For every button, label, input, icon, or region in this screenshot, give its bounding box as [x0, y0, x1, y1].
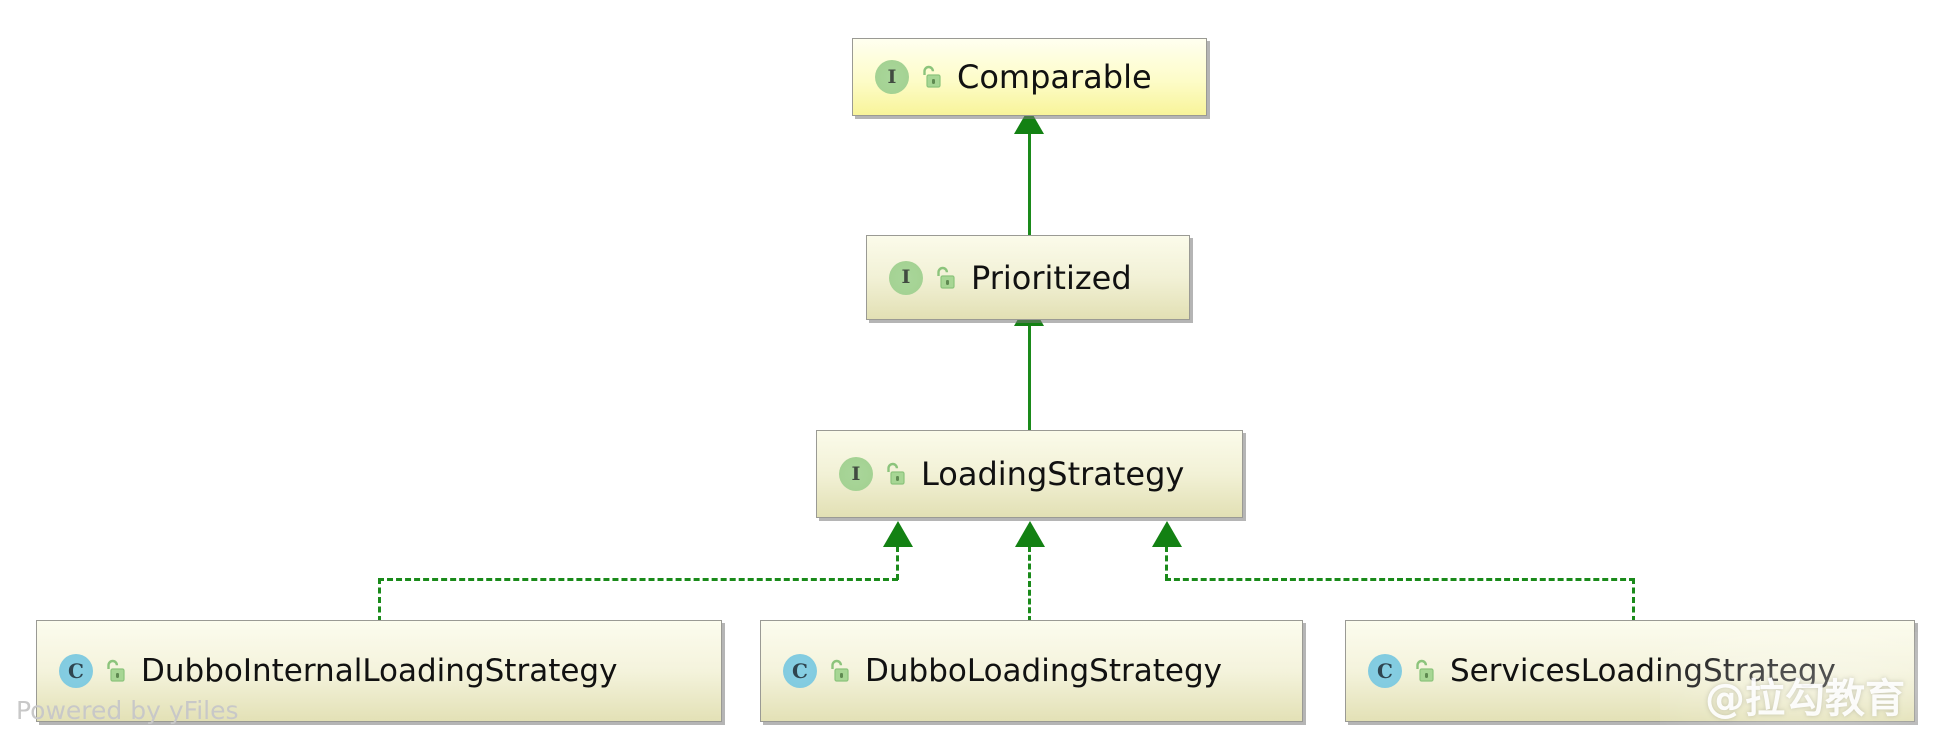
interface-stereotype-icon: I	[889, 260, 923, 295]
unlocked-padlock-icon	[919, 64, 941, 90]
class-stereotype-icon: C	[783, 654, 817, 688]
uml-node-comparable[interactable]: I Comparable	[852, 38, 1207, 116]
class-stereotype-icon: C	[1368, 654, 1402, 688]
unlocked-padlock-icon	[933, 265, 955, 291]
unlocked-padlock-icon	[103, 658, 125, 684]
edge-servicesloading-riser	[1632, 578, 1635, 622]
edge-servicesloading-arrowhead	[1152, 521, 1182, 547]
edge-dubbointernal-arrowhead	[883, 521, 913, 547]
uml-node-label: DubboInternalLoadingStrategy	[141, 653, 618, 689]
edge-dubboloading-arrowhead	[1015, 521, 1045, 547]
edge-servicesloading-horizontal	[1165, 578, 1635, 581]
unlocked-padlock-icon	[827, 658, 849, 684]
edge-dubbointernal-horizontal	[378, 578, 898, 581]
edge-dubboloading-riser	[1028, 546, 1031, 622]
uml-node-dubbo-loading-strategy[interactable]: C DubboLoadingStrategy	[760, 620, 1303, 722]
uml-node-label: DubboLoadingStrategy	[865, 653, 1222, 689]
uml-node-dubbo-internal-loading-strategy[interactable]: C DubboInternalLoadingStrategy	[36, 620, 722, 722]
yfiles-credit-label: Powered by yFiles	[16, 696, 239, 725]
interface-stereotype-icon: I	[875, 60, 909, 94]
interface-stereotype-icon: I	[839, 457, 873, 491]
edge-prioritized-to-comparable-line	[1028, 128, 1031, 236]
unlocked-padlock-icon	[1412, 658, 1434, 684]
uml-node-label: Prioritized	[971, 258, 1132, 297]
uml-node-prioritized[interactable]: I Prioritized	[866, 235, 1190, 320]
edge-servicesloading-drop	[1165, 546, 1168, 580]
edge-loadingstrategy-to-prioritized-line	[1028, 320, 1031, 432]
class-stereotype-icon: C	[59, 654, 93, 688]
uml-node-services-loading-strategy[interactable]: C ServicesLoadingStrategy	[1345, 620, 1915, 722]
edge-dubbointernal-riser	[378, 578, 381, 622]
unlocked-padlock-icon	[883, 461, 905, 487]
uml-node-label: ServicesLoadingStrategy	[1450, 653, 1836, 689]
uml-node-label: Comparable	[957, 58, 1152, 96]
uml-node-loading-strategy[interactable]: I LoadingStrategy	[816, 430, 1243, 518]
edge-dubbointernal-drop	[896, 546, 899, 580]
uml-node-label: LoadingStrategy	[921, 455, 1185, 493]
